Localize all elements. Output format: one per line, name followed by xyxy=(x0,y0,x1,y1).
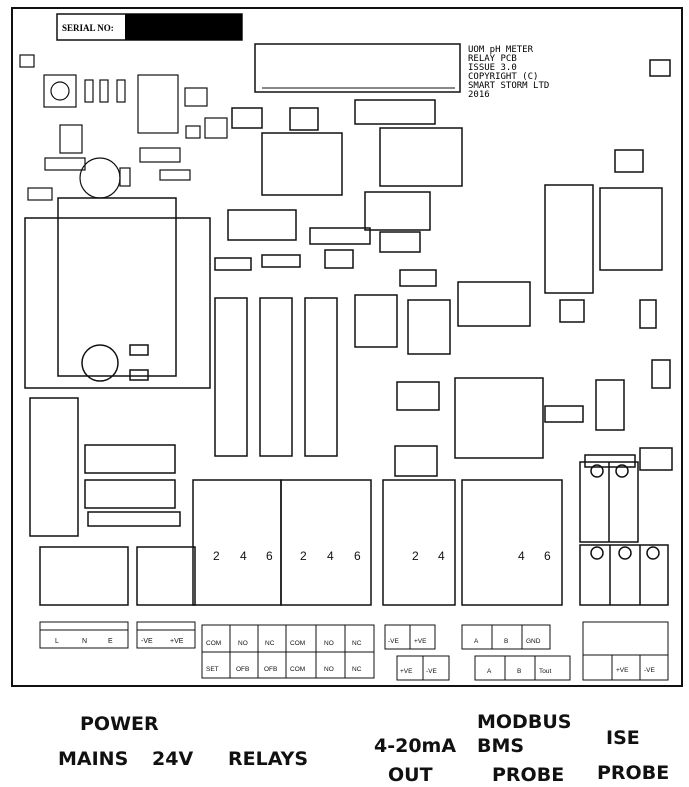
mains-terminal-table: L N E xyxy=(39,621,129,649)
board-outline xyxy=(11,7,683,687)
modbus-terminal-table: A B GND A B Tout xyxy=(461,624,571,681)
mains-connector xyxy=(39,546,129,606)
pin-number: 4 xyxy=(240,549,247,563)
terminal-label: Tout xyxy=(539,668,551,675)
transformer xyxy=(24,197,211,389)
terminal-label: NC xyxy=(352,640,362,647)
pin-number: 6 xyxy=(354,549,361,563)
ise-terminal-block xyxy=(579,461,639,543)
terminal-label: COM xyxy=(290,640,305,647)
terminal-label: L xyxy=(55,638,59,645)
terminal-label: B xyxy=(517,668,521,675)
pin-number: 2 xyxy=(412,549,419,563)
label-power: POWER xyxy=(80,713,159,735)
fuse-holder xyxy=(29,397,181,537)
terminal-label: COM xyxy=(206,640,221,647)
label-24v: 24V xyxy=(152,748,194,770)
terminal-label: OFB xyxy=(264,666,277,673)
ise-terminal-table: +VE -VE xyxy=(582,621,669,681)
board-info-line: UOM pH METER xyxy=(468,45,534,55)
pin-number: 4 xyxy=(518,549,525,563)
board-info-line: SMART STORM LTD xyxy=(468,81,549,91)
terminal-label: A xyxy=(474,638,479,645)
terminal-label: COM xyxy=(290,666,305,673)
label-ise: ISE xyxy=(606,727,640,749)
terminal-label: NC xyxy=(352,666,362,673)
label-probe-bms: PROBE xyxy=(492,764,565,786)
board-info-line: RELAY PCB xyxy=(468,54,517,64)
terminal-label: B xyxy=(504,638,508,645)
label-mains: MAINS xyxy=(58,748,129,770)
serial-label: SERIAL NO: xyxy=(62,23,114,33)
pin-number: 4 xyxy=(438,549,445,563)
label-4-20ma: 4-20mA xyxy=(374,735,457,757)
pin-number: 6 xyxy=(266,549,273,563)
relay-1 xyxy=(214,297,248,457)
terminal-label: N xyxy=(82,638,87,645)
right-ic-cluster xyxy=(354,59,673,477)
terminal-label: -VE xyxy=(644,667,656,674)
terminal-label: -VE xyxy=(141,638,153,645)
terminal-label: NO xyxy=(238,640,248,647)
label-bms: BMS xyxy=(477,735,525,757)
serial-redaction xyxy=(125,14,242,40)
board-info-line: 2016 xyxy=(468,90,490,100)
pin-number: 4 xyxy=(327,549,334,563)
output-connector: 2 4 xyxy=(382,479,456,606)
modbus-connector: 4 6 xyxy=(461,479,563,606)
pin-number: 2 xyxy=(300,549,307,563)
dc24-terminal-table: -VE +VE xyxy=(136,621,196,649)
label-probe-ise: PROBE xyxy=(597,762,670,784)
terminal-label: NO xyxy=(324,640,334,647)
pin-number: 6 xyxy=(544,549,551,563)
dc24-connector xyxy=(136,546,196,606)
terminal-label: +VE xyxy=(400,668,413,675)
terminal-label: -VE xyxy=(426,668,438,675)
relay-terminal-table: COM NO NC COM NO NC SET OFB OFB COM NO N… xyxy=(201,624,375,679)
probe-terminal-block xyxy=(579,544,669,606)
serial-number-box: SERIAL NO: xyxy=(56,13,243,41)
terminal-label: E xyxy=(108,638,113,645)
relay-2 xyxy=(259,297,293,457)
terminal-label: GND xyxy=(526,638,541,645)
board-info-text: UOM pH METER RELAY PCB ISSUE 3.0 COPYRIG… xyxy=(468,45,549,100)
top-header-connector xyxy=(254,43,461,93)
relay-3 xyxy=(304,297,338,457)
board-info-line: ISSUE 3.0 xyxy=(468,63,517,73)
board-info-line: COPYRIGHT (C) xyxy=(468,72,538,82)
terminal-label: +VE xyxy=(170,638,184,645)
terminal-label: OFB xyxy=(236,666,249,673)
terminal-label: -VE xyxy=(388,638,400,645)
terminal-label: NC xyxy=(265,640,275,647)
terminal-label: SET xyxy=(206,666,219,673)
terminal-label: +VE xyxy=(616,667,629,674)
pin-number: 2 xyxy=(213,549,220,563)
label-out: OUT xyxy=(388,764,433,786)
terminal-label: +VE xyxy=(414,638,427,645)
terminal-label: A xyxy=(487,668,492,675)
label-relays: RELAYS xyxy=(228,748,309,770)
terminal-label: NO xyxy=(324,666,334,673)
label-modbus: MODBUS xyxy=(477,711,572,733)
relay-connector-b: 2 4 6 xyxy=(280,479,372,606)
center-ic-cluster xyxy=(214,99,463,287)
output-terminal-table: -VE +VE +VE -VE xyxy=(384,624,450,681)
